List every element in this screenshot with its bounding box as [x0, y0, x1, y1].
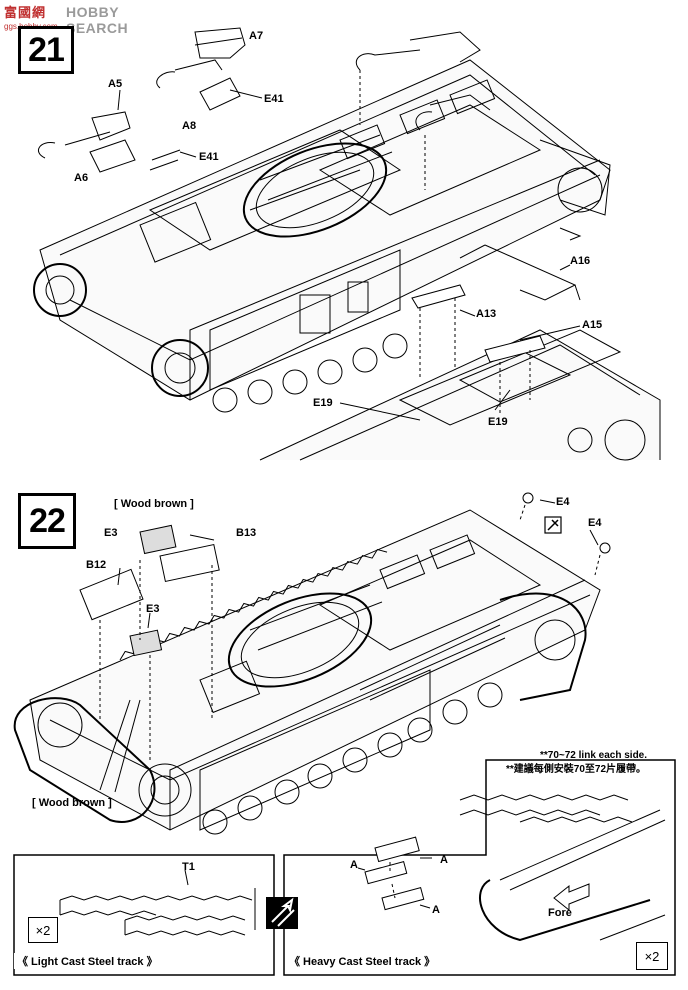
- label-e4-right: E4: [588, 517, 602, 529]
- label-a16: A16: [570, 255, 591, 267]
- label-e3-mid: E3: [146, 603, 160, 615]
- label-e41-top: E41: [264, 93, 284, 105]
- light-track-drawing: [59, 869, 256, 936]
- label-a7: A7: [249, 30, 264, 42]
- label-e4-top: E4: [556, 496, 570, 508]
- step21-hull-drawing: [33, 59, 661, 461]
- label-a6: A6: [74, 172, 89, 184]
- label-a-left: A: [350, 859, 358, 871]
- step22-hull-drawing: [13, 509, 601, 835]
- paint-note-top: [ Wood brown ]: [114, 498, 194, 510]
- label-fore: Fore: [548, 907, 572, 919]
- label-a5: A5: [108, 78, 123, 90]
- heavy-track-multiplier: ×2: [636, 942, 668, 970]
- label-e19-left: E19: [313, 397, 333, 409]
- heavy-track-caption: 《 Heavy Cast Steel track 》: [286, 953, 439, 969]
- label-a-right: A: [440, 854, 448, 866]
- label-a-bottom: A: [432, 904, 440, 916]
- step22-number: 22: [29, 501, 66, 540]
- paint-note-bottom: [ Wood brown ]: [32, 797, 112, 809]
- step21-parts: [38, 27, 581, 421]
- watermark-logo: 富國網: [4, 6, 47, 21]
- label-t1: T1: [182, 861, 195, 873]
- label-a15: A15: [582, 319, 603, 331]
- label-a8: A8: [182, 120, 197, 132]
- track-note-en: **70~72 link each side.: [540, 750, 648, 761]
- watermark-brand: HOBBY SEARCH: [66, 4, 129, 36]
- refer-icon: [266, 897, 298, 929]
- label-b12: B12: [86, 559, 107, 571]
- label-e19-right: E19: [488, 416, 508, 428]
- step22-parts: [79, 492, 611, 793]
- track-note-zh: **建議每側安裝70至72片履帶。: [506, 764, 647, 775]
- step22-number-box: 22: [18, 493, 76, 549]
- light-track-multiplier: ×2: [28, 917, 58, 943]
- label-e41-left: E41: [199, 151, 219, 163]
- label-e3-top: E3: [104, 527, 118, 539]
- heavy-track-drawing: [357, 794, 666, 942]
- cement-caution-icon: [544, 516, 562, 534]
- light-track-caption: 《 Light Cast Steel track 》: [14, 953, 161, 969]
- step21-number: 21: [28, 30, 65, 69]
- step21-number-box: 21: [18, 26, 74, 74]
- label-a13: A13: [476, 308, 497, 320]
- label-b13: B13: [236, 527, 257, 539]
